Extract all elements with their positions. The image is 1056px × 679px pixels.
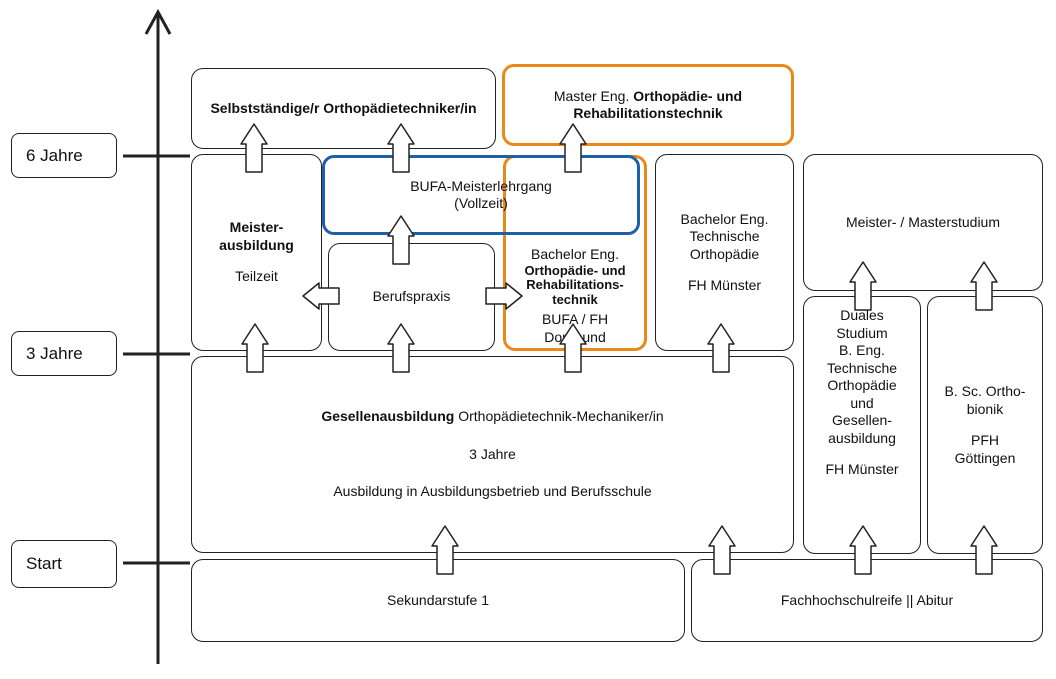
level-3-jahre: 3 Jahre [11,331,117,376]
level-3-jahre-label: 3 Jahre [26,343,83,363]
arrow-up-icon [849,261,877,311]
duales-line4: Technische [826,359,898,376]
gesellen-box: Gesellenausbildung Orthopädietechnik-Mec… [191,356,794,553]
gesellen-description: Ausbildung in Ausbildungsbetrieb und Ber… [333,483,652,500]
meister-mode: Teilzeit [235,268,278,285]
bachelor-muenster-line3: Orthopädie [689,245,760,262]
orthobionik-line1: B. Sc. Ortho- [944,383,1026,399]
bachelor-dortmund-box: Bachelor Eng. Orthopädie- und Rehabilita… [503,155,647,351]
arrow-up-icon [240,123,268,173]
arrow-up-icon [849,525,877,575]
bachelor-muenster-line2: Technische [689,228,760,244]
bufa-meister-box: BUFA-Meisterlehrgang (Vollzeit) [322,155,640,235]
duales-institution: FH Münster [825,461,899,477]
gesellen-title-bold: Gesellenausbildung [321,408,455,425]
gesellen-title: Gesellenausbildung Orthopädietechnik-Mec… [321,408,663,426]
selbststaendig-label: Selbstständige/r Orthopädietechniker/in [210,99,477,116]
arrow-up-icon [387,215,415,265]
selbststaendig-box: Selbstständige/r Orthopädietechniker/in [191,68,496,149]
arrow-up-icon [387,123,415,173]
bachelor-muenster-line1: Bachelor Eng. [680,210,769,227]
master-line1: Master Eng. Orthopädie- und [554,88,742,106]
meister-master-studium-box: Meister- / Masterstudium [803,154,1043,291]
bachelor-muenster-box: Bachelor Eng. Technische Orthopädie FH M… [655,154,794,351]
gesellen-duration: 3 Jahre [469,445,516,462]
arrow-up-icon [708,525,736,575]
bachelor-dortmund-bold-line1: Orthopädie- und [524,262,626,278]
bachelor-dortmund-bold-line3: technik [552,292,598,308]
berufspraxis-box: Berufspraxis [328,243,495,351]
bachelor-dortmund-bold-line2: Rehabilitations- [526,277,624,293]
duales-line8: ausbildung [828,429,896,446]
duales-line5: Orthopädie [827,377,897,393]
level-6-jahre-label: 6 Jahre [26,145,83,165]
meister-master-studium-label: Meister- / Masterstudium [845,213,1001,230]
bachelor-muenster-institution: FH Münster [687,277,762,293]
berufspraxis-label: Berufspraxis [372,288,451,305]
arrow-left-icon [302,282,340,310]
arrow-right-icon [485,282,523,310]
bachelor-dortmund-line1: Bachelor Eng. [531,246,619,262]
duales-line7: Gesellen- [832,412,892,428]
master-box: Master Eng. Orthopädie- und Rehabilitati… [502,64,794,146]
level-start: Start [11,540,117,588]
bufa-meister-line1: BUFA-Meisterlehrgang [410,177,552,194]
meister-box: Meister- ausbildung Teilzeit [191,154,322,351]
bufa-meister-line2: (Vollzeit) [454,195,508,211]
orthobionik-institution-line1: PFH [971,432,999,448]
arrow-up-icon [559,323,587,373]
level-6-jahre: 6 Jahre [11,133,117,178]
master-bold-line1: Orthopädie- und [633,87,743,104]
duales-line3: B. Eng. [839,342,885,358]
fachhochschulreife-label: Fachhochschulreife || Abitur [780,591,954,608]
duales-studium-box: Duales Studium B. Eng. Technische Orthop… [803,296,921,554]
duales-line1: Duales [840,307,884,323]
arrow-up-icon [559,123,587,173]
duales-line2: Studium [836,324,888,341]
orthobionik-box: B. Sc. Ortho- bionik PFH Göttingen [927,296,1043,554]
sekundarstufe-label: Sekundarstufe 1 [387,591,489,608]
orthobionik-line2: bionik [966,400,1004,417]
orthobionik-institution-line2: Göttingen [954,449,1016,466]
master-prefix: Master Eng. [553,87,634,104]
duales-line6: und [850,394,874,411]
arrow-up-icon [707,323,735,373]
level-start-label: Start [26,554,62,573]
arrow-up-icon [970,525,998,575]
arrow-up-icon [387,323,415,373]
arrow-up-icon [241,323,269,373]
meister-line2: ausbildung [219,236,294,253]
gesellen-title-rest: Orthopädietechnik-Mechaniker/in [454,408,664,425]
arrow-up-icon [970,261,998,311]
master-bold-line2: Rehabilitationstechnik [573,105,723,121]
arrow-up-icon [431,525,459,575]
meister-line1: Meister- [229,219,284,236]
